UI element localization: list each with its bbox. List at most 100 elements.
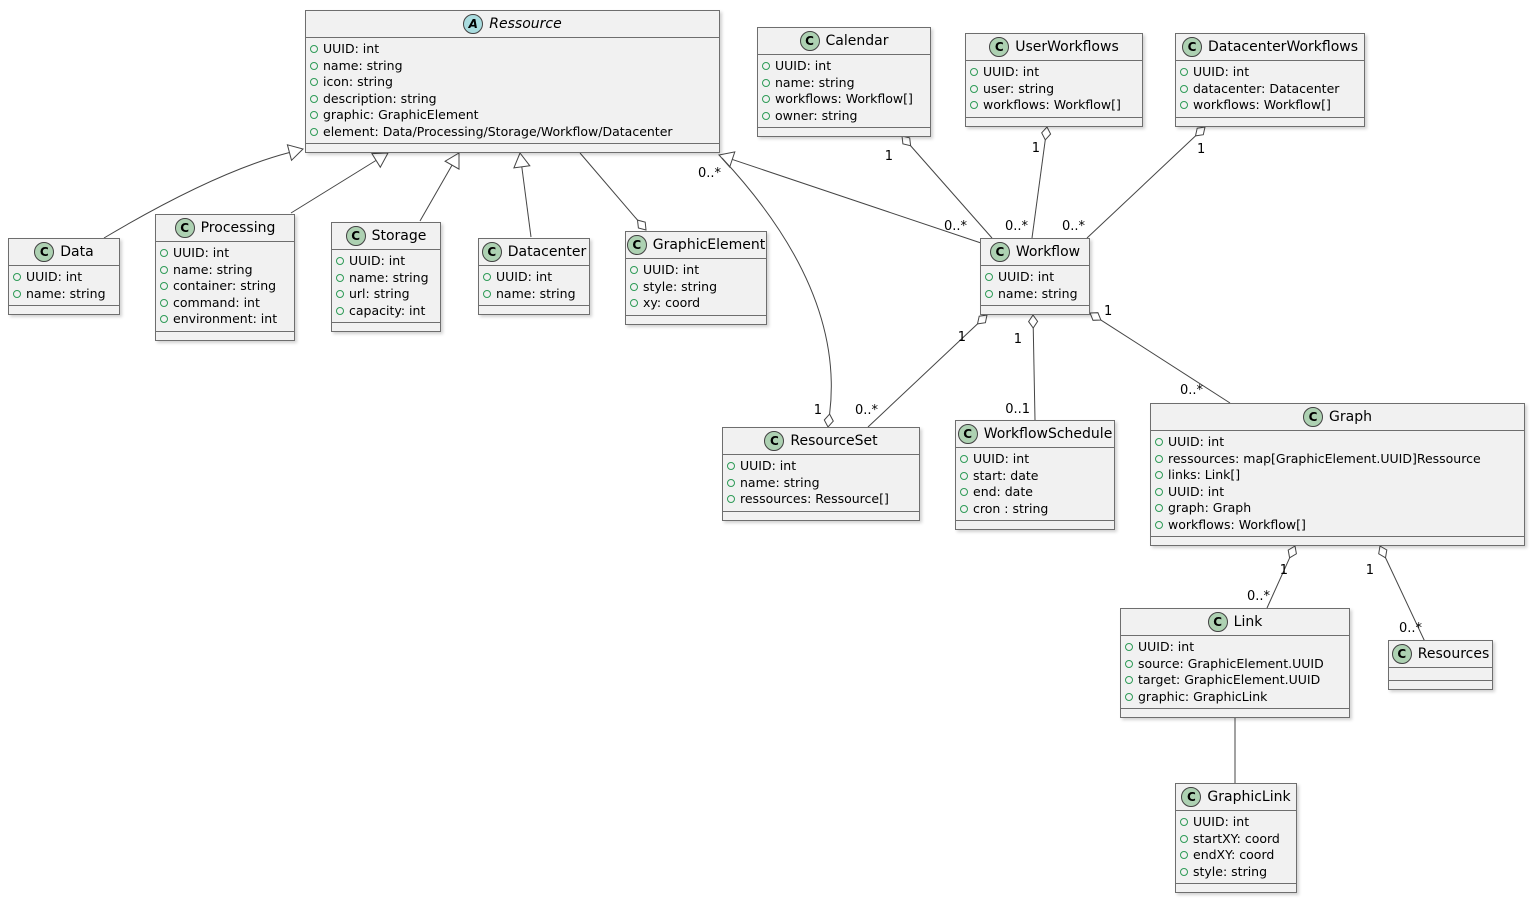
class-badge-icon: C (174, 218, 195, 238)
multiplicity-label: 0..* (1005, 219, 1029, 234)
attribute-row: name: string (762, 75, 925, 92)
field-visibility-icon (630, 266, 638, 275)
methods-compartment (1151, 537, 1524, 545)
field-visibility-icon (960, 455, 968, 464)
attribute-text: workflows: Workflow[] (983, 97, 1121, 112)
edge-line (1032, 327, 1036, 421)
attribute-text: UUID: int (1193, 64, 1250, 79)
attribute-text: UUID: int (998, 269, 1055, 284)
edge-datacenter-extends-ressource (513, 152, 532, 238)
field-visibility-icon (1125, 643, 1133, 652)
field-visibility-icon (1125, 659, 1133, 668)
edge-ressource-graphicelement (579, 152, 647, 231)
attribute-row: name: string (160, 262, 289, 279)
attribute-text: UUID: int (1193, 814, 1250, 829)
field-visibility-icon (960, 488, 968, 497)
class-name: DatacenterWorkflows (1207, 39, 1359, 55)
attribute-row: UUID: int (336, 253, 435, 270)
attribute-text: links: Link[] (1168, 467, 1241, 482)
attribute-row: graphic: GraphicElement (310, 107, 714, 124)
field-visibility-icon (1155, 454, 1163, 463)
field-visibility-icon (310, 94, 318, 103)
generalization-triangle-icon (286, 144, 304, 162)
attribute-text: name: string (775, 74, 855, 90)
attribute-row: UUID: int (1155, 484, 1519, 501)
multiplicity-label: 1 (1104, 304, 1112, 319)
class-badge-icon: C (957, 424, 978, 444)
attribute-row: style: string (1180, 864, 1291, 881)
attribute-text: name: string (173, 261, 253, 277)
field-visibility-icon (1155, 471, 1163, 480)
attribute-row: workflows: Workflow[] (970, 97, 1137, 114)
methods-compartment (306, 144, 719, 152)
attribute-row: endXY: coord (1180, 847, 1291, 864)
edge-processing-extends-ressource (290, 152, 389, 214)
edge-line (579, 152, 638, 221)
class-badge-icon: C (989, 37, 1010, 57)
methods-compartment (1176, 118, 1364, 126)
attribute-text: UUID: int (496, 269, 553, 284)
attribute-row: container: string (160, 278, 289, 295)
attribute-text: graph: Graph (1168, 500, 1252, 515)
class-name: Resources (1417, 646, 1490, 662)
attribute-text: name: string (740, 474, 820, 490)
edge-line (732, 158, 982, 244)
attribute-text: UUID: int (323, 41, 380, 56)
field-visibility-icon (960, 471, 968, 480)
edge-line (103, 152, 290, 239)
attribute-text: UUID: int (973, 451, 1030, 466)
multiplicity-label: 1 (1197, 142, 1205, 157)
class-name: UserWorkflows (1015, 39, 1119, 55)
multiplicity-label: 0..* (1247, 589, 1271, 604)
attribute-text: UUID: int (775, 58, 832, 73)
attribute-row: UUID: int (960, 451, 1109, 468)
attribute-row: capacity: int (336, 303, 435, 320)
field-visibility-icon (483, 273, 491, 282)
class-badge-icon: C (1207, 612, 1228, 632)
attribute-text: startXY: coord (1193, 830, 1280, 846)
attribute-row: UUID: int (13, 269, 114, 286)
field-visibility-icon (1125, 676, 1133, 685)
class-name: Workflow (1015, 244, 1081, 260)
multiplicity-label: 0..* (1062, 219, 1086, 234)
attribute-row: icon: string (310, 74, 714, 91)
class-badge-icon: C (34, 242, 55, 262)
attribute-row: datacenter: Datacenter (1180, 81, 1359, 98)
attribute-row: url: string (336, 286, 435, 303)
attribute-row: startXY: coord (1180, 831, 1291, 848)
field-visibility-icon (160, 282, 168, 291)
attribute-row: cron : string (960, 501, 1109, 518)
edge-graph-link: 10..* (1247, 545, 1297, 609)
aggregation-diamond-icon (1089, 312, 1102, 321)
edge-line (867, 323, 978, 428)
methods-compartment (156, 332, 294, 340)
field-visibility-icon (160, 265, 168, 274)
attribute-text: user: string (983, 80, 1055, 96)
field-visibility-icon (727, 462, 735, 471)
attribute-row: target: GraphicElement.UUID (1125, 672, 1344, 689)
aggregation-diamond-icon (1041, 126, 1052, 141)
attribute-row: name: string (336, 270, 435, 287)
attribute-row: xy: coord (630, 295, 761, 312)
field-visibility-icon (985, 289, 993, 298)
edge-line (1266, 557, 1291, 609)
attribute-row: name: string (727, 475, 914, 492)
aggregation-diamond-icon (1194, 126, 1206, 137)
methods-compartment (1121, 709, 1349, 717)
class-badge-icon: C (1181, 37, 1202, 57)
field-visibility-icon (630, 282, 638, 291)
attribute-text: end: date (973, 484, 1033, 499)
class-name: Link (1233, 614, 1263, 630)
attribute-text: icon: string (323, 74, 393, 89)
